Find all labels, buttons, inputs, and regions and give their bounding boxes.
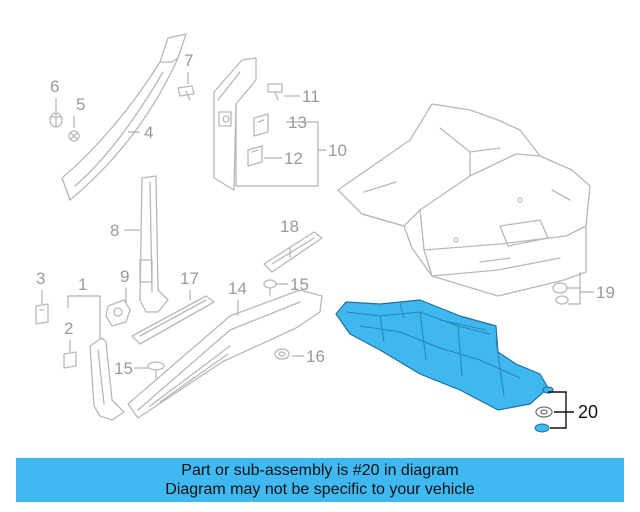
- callout-18: 18: [280, 217, 299, 236]
- clip-3: [35, 303, 49, 325]
- nut-20: [534, 423, 550, 433]
- callout-14: 14: [228, 279, 247, 298]
- callout-11: 11: [302, 87, 320, 106]
- leader-lines: [41, 72, 594, 369]
- info-banner: Part or sub-assembly is #20 in diagram D…: [16, 458, 624, 502]
- banner-line-1: Part or sub-assembly is #20 in diagram: [181, 462, 459, 479]
- callout-10: 10: [328, 141, 347, 160]
- washer-20: [535, 406, 553, 418]
- rocker-trim-14: [127, 289, 323, 419]
- push-pin-15-lower: [147, 361, 165, 379]
- sill-plate-17: [131, 295, 215, 345]
- callout-15-upper: 15: [290, 275, 309, 294]
- callout-5: 5: [76, 95, 85, 114]
- callout-3: 3: [36, 269, 45, 288]
- callout-20: 20: [578, 402, 598, 422]
- clip-5: [68, 130, 80, 142]
- callout-1: 1: [78, 275, 87, 294]
- scuff-plate-18: [263, 231, 323, 273]
- callout-19: 19: [596, 283, 615, 302]
- clip-2: [63, 351, 77, 369]
- leader-lines-20: [548, 391, 574, 429]
- bolt-11: [267, 83, 283, 101]
- callout-16: 16: [306, 347, 325, 366]
- callout-4: 4: [144, 123, 153, 142]
- lower-b-pillar-trim: [139, 175, 169, 313]
- callout-12: 12: [284, 149, 303, 168]
- clip-19: [552, 282, 569, 305]
- callout-2: 2: [64, 319, 73, 338]
- callout-7: 7: [184, 51, 193, 70]
- b-pillar-trim: [213, 57, 257, 191]
- push-pin-15-upper: [263, 279, 277, 297]
- callout-15-lower: 15: [114, 359, 133, 378]
- callout-labels: 6 5 7 4 11 13 10 12 8 3 1 9 2 17 14 18 1…: [36, 51, 615, 422]
- a-pillar-trim: [61, 33, 187, 201]
- banner-line-2: Diagram may not be specific to your vehi…: [165, 481, 475, 498]
- bracket-12: [247, 145, 263, 167]
- bracket-13: [253, 113, 269, 137]
- grommet-16: [274, 348, 290, 360]
- highlighted-part-20: [335, 299, 554, 411]
- kick-panel: [89, 337, 125, 421]
- retainer-9: [105, 299, 131, 327]
- callout-13: 13: [288, 113, 307, 132]
- callout-8: 8: [110, 221, 119, 240]
- floor-carpet: [337, 103, 591, 297]
- bolt-7: [177, 85, 195, 101]
- parts-diagram: 6 5 7 4 11 13 10 12 8 3 1 9 2 17 14 18 1…: [35, 33, 615, 433]
- callout-17: 17: [180, 269, 199, 288]
- callout-9: 9: [120, 267, 129, 286]
- callout-6: 6: [50, 77, 59, 96]
- clip-6: [49, 112, 63, 128]
